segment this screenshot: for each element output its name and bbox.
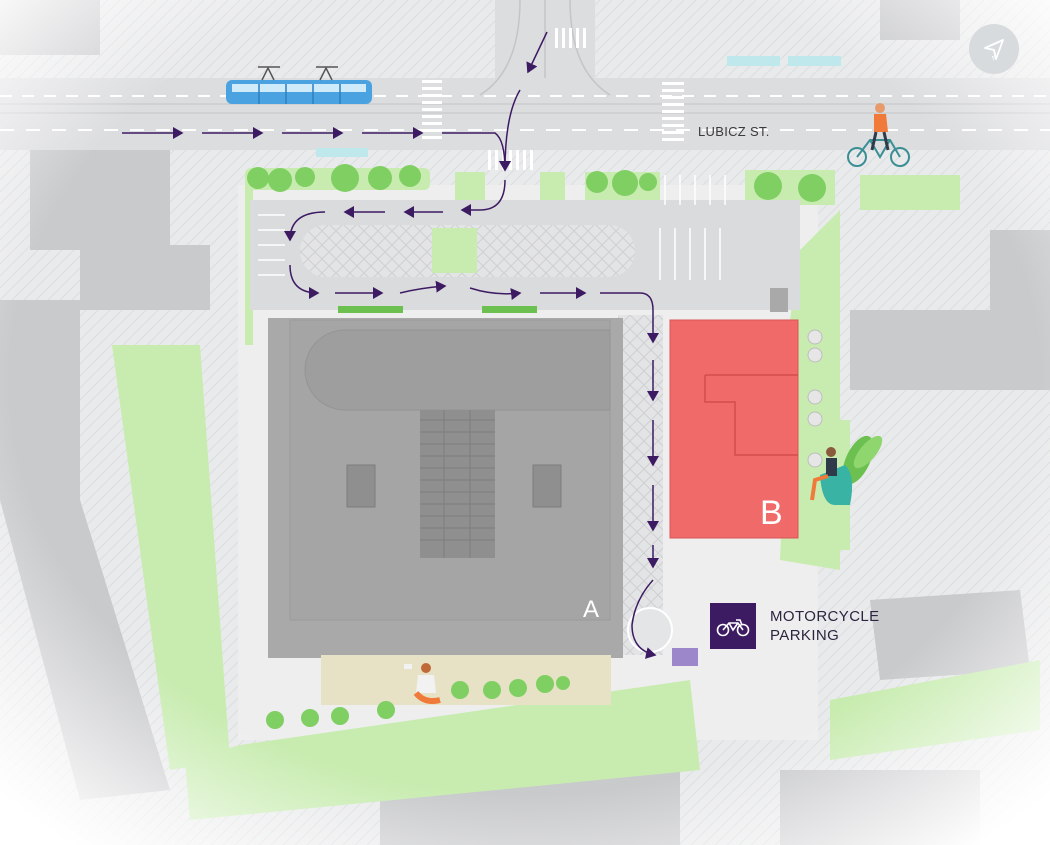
bus-stop [316, 148, 368, 157]
crosswalk-west [422, 80, 442, 139]
motorcycle-parking-badge [710, 603, 756, 649]
north-arrow-icon: N [984, 39, 1004, 63]
tram-stop [788, 56, 841, 66]
building-b-label: B [760, 494, 783, 532]
motorcycle-parking-line2: PARKING [770, 627, 840, 644]
driveway [618, 315, 663, 655]
motorcycle-icon [716, 619, 750, 637]
motorcycle-parking-line1: MOTORCYCLE [770, 608, 880, 625]
tram-stop [727, 56, 780, 66]
crosswalk-east [662, 82, 684, 141]
compass-letter: N [991, 54, 999, 62]
street-name-label: LUBICZ ST. [698, 124, 770, 139]
building-a-label: A [583, 596, 600, 623]
main-road [0, 78, 1050, 150]
motorcycle-spot [672, 648, 698, 666]
motorcycle-parking-label: MOTORCYCLE PARKING [770, 607, 880, 645]
compass[interactable]: N [969, 24, 1019, 74]
building-a [268, 318, 623, 705]
